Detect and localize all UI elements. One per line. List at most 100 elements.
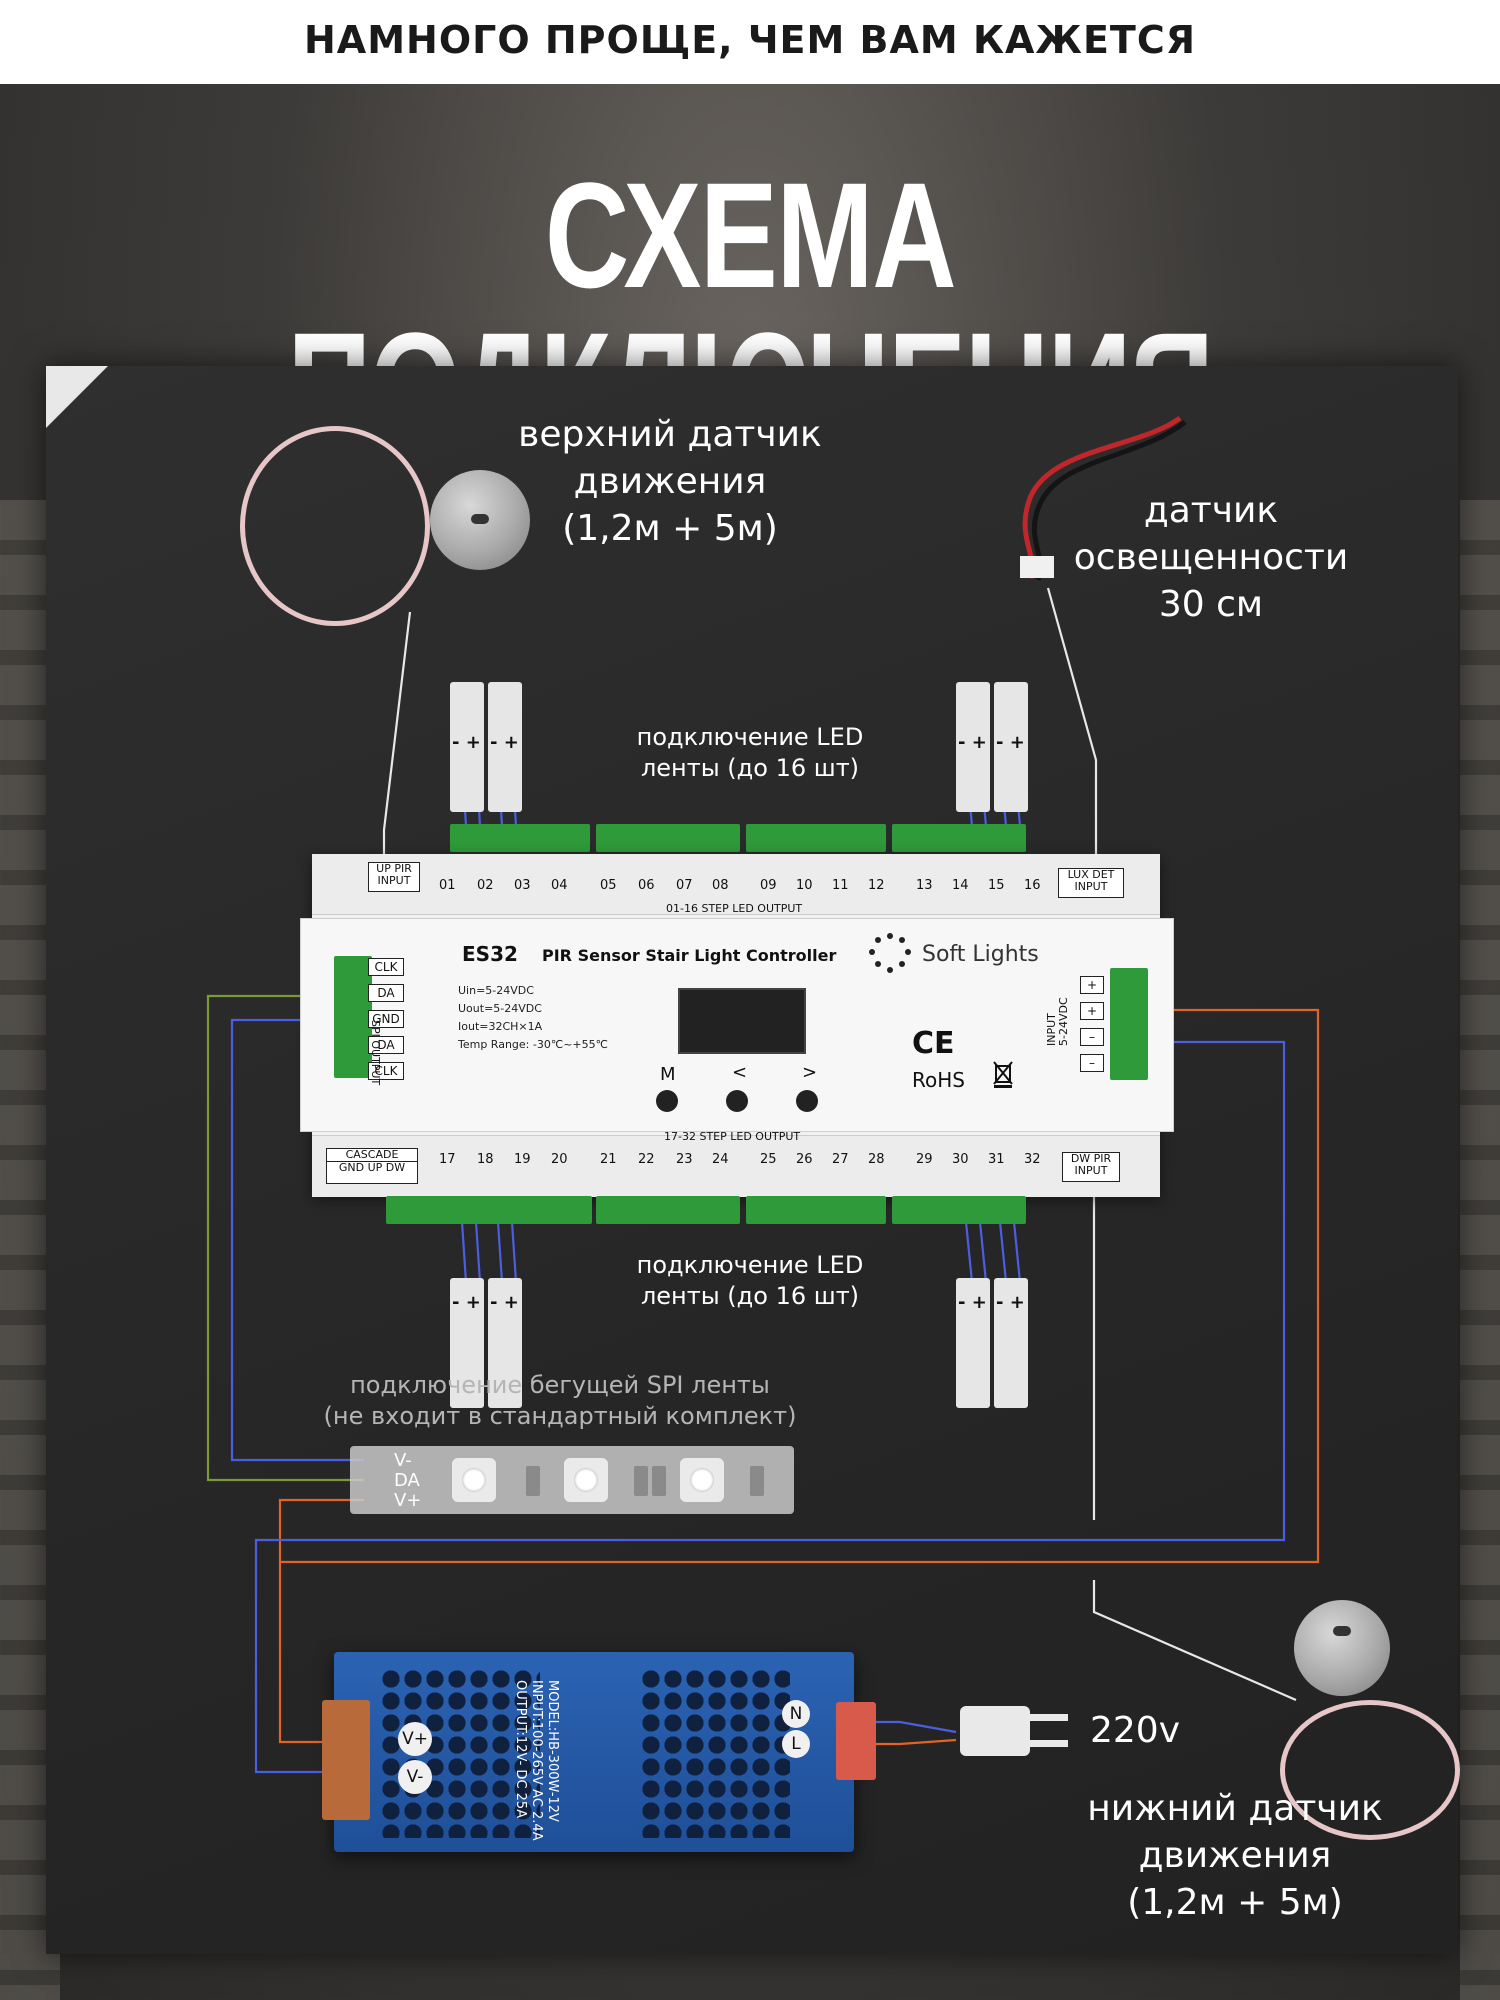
led-bottom-label-line1: подключение LED <box>636 1251 864 1279</box>
brand-logo-icon <box>869 933 911 973</box>
terminal-block-bottom-1 <box>386 1196 592 1224</box>
top-banner: НАМНОГО ПРОЩЕ, ЧЕМ ВАМ КАЖЕТСЯ <box>0 0 1500 84</box>
ch-top: 10 <box>796 878 813 893</box>
light-sensor-cable-red <box>1022 415 1182 580</box>
light-sensor-label-line2: освещенности <box>1073 536 1349 578</box>
led-strip-top-2 <box>488 682 522 812</box>
input-pin-plus1: + <box>1080 976 1104 994</box>
strip-polarity-bottom-1: - + <box>452 1292 481 1313</box>
controller-bottom-rail <box>312 1135 1160 1197</box>
ch-top: 06 <box>638 878 655 893</box>
terminal-block-bottom-4 <box>892 1196 1026 1224</box>
strip-polarity-bottom-4: - + <box>996 1292 1025 1313</box>
psu-vplus-label: V+ <box>398 1722 432 1756</box>
lower-sensor-label-line3: (1,2м + 5м) <box>1127 1881 1343 1923</box>
terminal-block-bottom-2 <box>596 1196 740 1224</box>
spec-iout: Iout=32CH×1A <box>458 1020 543 1033</box>
ch-bottom: 24 <box>712 1152 729 1167</box>
ch-top: 16 <box>1024 878 1041 893</box>
spi-strip-pin-vminus: V- <box>394 1450 412 1471</box>
board-corner <box>46 366 108 428</box>
psu-n-label: N <box>782 1700 810 1728</box>
ch-bottom: 19 <box>514 1152 531 1167</box>
input-terminal-block <box>1110 968 1148 1080</box>
led-strip-top-3 <box>956 682 990 812</box>
input-pin-minus2: – <box>1080 1054 1104 1072</box>
spi-strip-resistor-3 <box>652 1466 666 1496</box>
spi-strip-resistor-1 <box>526 1466 540 1496</box>
led-top-label-line1: подключение LED <box>636 723 864 751</box>
ch-bottom: 29 <box>916 1152 933 1167</box>
ch-bottom: 20 <box>551 1152 568 1167</box>
wire-strip-bot-2 <box>964 1221 1022 1283</box>
ch-top: 07 <box>676 878 693 893</box>
ch-bottom: 31 <box>988 1152 1005 1167</box>
spi-strip-resistor-2 <box>634 1466 648 1496</box>
wire-strip-bot-1 <box>460 1221 518 1283</box>
psu-vents-right <box>640 1668 790 1838</box>
spi-label-line2: (не входит в стандартный комплект) <box>323 1402 797 1431</box>
bottom-output-label: 17-32 STEP LED OUTPUT <box>664 1130 801 1143</box>
top-banner-text: НАМНОГО ПРОЩЕ, ЧЕМ ВАМ КАЖЕТСЯ <box>304 18 1196 62</box>
ch-bottom: 26 <box>796 1152 813 1167</box>
spi-led-chip-2 <box>564 1458 608 1502</box>
upper-sensor-icon <box>430 470 530 570</box>
upper-sensor-label: верхний датчик движения (1,2м + 5м) <box>480 412 860 552</box>
cascade-label: CASCADE <box>327 1149 417 1162</box>
terminal-block-top-2 <box>596 824 740 852</box>
weee-bin-icon <box>993 1061 1013 1088</box>
ch-bottom: 17 <box>439 1152 456 1167</box>
terminal-block-bottom-3 <box>746 1196 886 1224</box>
wire-upper-sensor <box>382 611 412 856</box>
led-strip-top-1 <box>450 682 484 812</box>
lower-sensor-icon <box>1294 1600 1390 1696</box>
dw-pir-line2: INPUT <box>1074 1164 1108 1177</box>
bottom-channel-numbers: 17 18 19 20 21 22 23 24 25 26 27 28 29 3… <box>434 1152 1054 1170</box>
led-strip-bottom-4 <box>994 1278 1028 1408</box>
spi-pin-da2: DA <box>368 1036 404 1054</box>
psu-input-terminals <box>836 1702 876 1780</box>
ch-top: 08 <box>712 878 729 893</box>
ch-bottom: 22 <box>638 1152 655 1167</box>
psu-l-label: L <box>782 1730 810 1758</box>
lux-det-line2: INPUT <box>1074 880 1108 893</box>
spi-pin-da: DA <box>368 984 404 1002</box>
controller-top-rail <box>312 854 1160 915</box>
controller-specs: Uin=5-24VDC Uout=5-24VDC Iout=32CH×1A Te… <box>458 982 608 1054</box>
ch-top: 03 <box>514 878 531 893</box>
wire-lower-sensor <box>1092 1580 1297 1702</box>
button-left[interactable] <box>726 1090 748 1112</box>
controller-name: PIR Sensor Stair Light Controller <box>542 946 837 965</box>
cascade-pin-gnd: GND <box>338 1161 365 1174</box>
button-left-label: < <box>732 1062 748 1083</box>
button-m[interactable] <box>656 1090 678 1112</box>
ch-bottom: 30 <box>952 1152 969 1167</box>
led-strip-bottom-1 <box>450 1278 484 1408</box>
wire-spi-da <box>206 994 364 1482</box>
lower-sensor-cable <box>1280 1700 1460 1840</box>
led-strip-bottom-3 <box>956 1278 990 1408</box>
terminal-block-top-4 <box>892 824 1026 852</box>
button-right[interactable] <box>796 1090 818 1112</box>
lower-sensor-label-line2: движения <box>1138 1834 1332 1876</box>
lower-sensor-label: нижний датчик движения (1,2м + 5м) <box>1060 1786 1410 1926</box>
spi-pin-clk2: CLK <box>368 1062 404 1080</box>
spec-uin: Uin=5-24VDC <box>458 984 534 997</box>
led-bottom-label: подключение LED ленты (до 16 шт) <box>600 1250 900 1312</box>
power-label: 220v <box>1090 1710 1181 1751</box>
input-pin-minus1: – <box>1080 1028 1104 1046</box>
wire-spi-vplus <box>278 1498 364 1744</box>
ch-bottom: 28 <box>868 1152 885 1167</box>
psu-label: MODEL:HB-300W-12V INPUT:100-265V AC 2.4A… <box>512 1680 560 1841</box>
psu-output: OUTPUT:12V- DC 25A <box>513 1680 528 1819</box>
ch-top: 15 <box>988 878 1005 893</box>
ch-bottom: 18 <box>477 1152 494 1167</box>
upper-sensor-label-line2: движения <box>573 460 767 502</box>
input-label: INPUT 5-24VDC <box>1045 997 1070 1046</box>
spi-led-chip-1 <box>452 1458 496 1502</box>
strip-polarity-top-2: - + <box>490 732 519 753</box>
brand-name: Soft Lights <box>922 942 1039 967</box>
light-sensor-cable-black <box>1031 420 1187 582</box>
ch-top: 04 <box>551 878 568 893</box>
spi-terminal-block <box>334 956 372 1078</box>
